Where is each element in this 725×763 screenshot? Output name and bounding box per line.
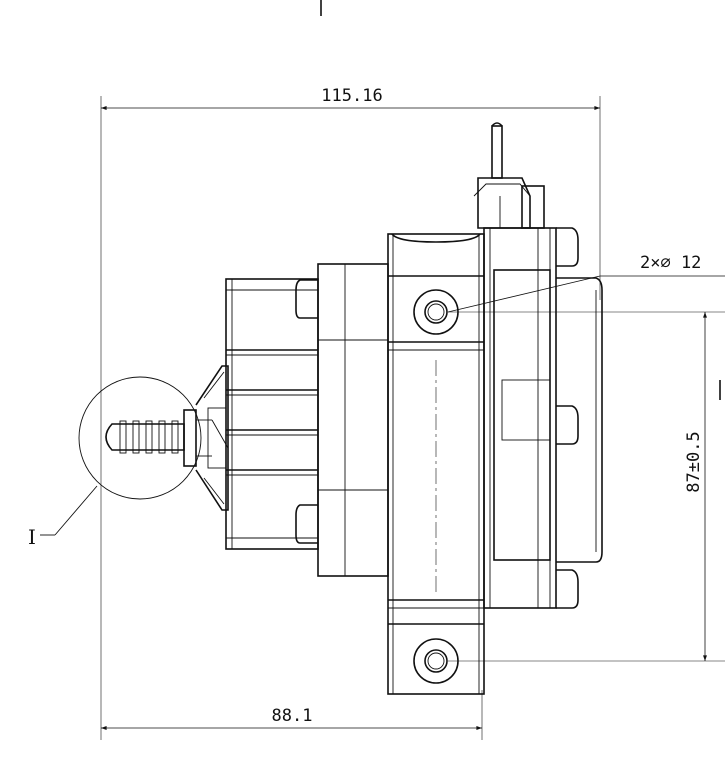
dimension-lower-width: 88.1 — [101, 690, 483, 740]
dimension-hole-spacing: 87±0.5 — [448, 311, 725, 662]
intermediate-flange — [317, 263, 389, 577]
motor-housing — [225, 278, 319, 550]
detail-marker-label: I — [28, 525, 36, 549]
detail-circle — [78, 376, 202, 500]
hose-barb — [105, 409, 212, 467]
hole-callout-label: 2×∅ 12 — [640, 253, 701, 273]
hole-callout: 2×∅ 12 — [447, 253, 725, 313]
detail-marker: I — [28, 376, 202, 549]
conical-adapter — [195, 365, 229, 511]
mounting-hole-bottom — [413, 638, 459, 684]
mounting-hole-top — [413, 289, 459, 335]
pump-body — [387, 233, 485, 695]
dimension-overall-width: 115.16 — [100, 86, 601, 740]
hole-spacing-label: 87±0.5 — [684, 431, 704, 492]
pump-assembly — [105, 122, 603, 695]
pump-head — [483, 227, 603, 609]
electrical-connector — [473, 122, 545, 229]
overall-width-label: 115.16 — [321, 86, 382, 106]
lower-width-label: 88.1 — [272, 706, 313, 726]
